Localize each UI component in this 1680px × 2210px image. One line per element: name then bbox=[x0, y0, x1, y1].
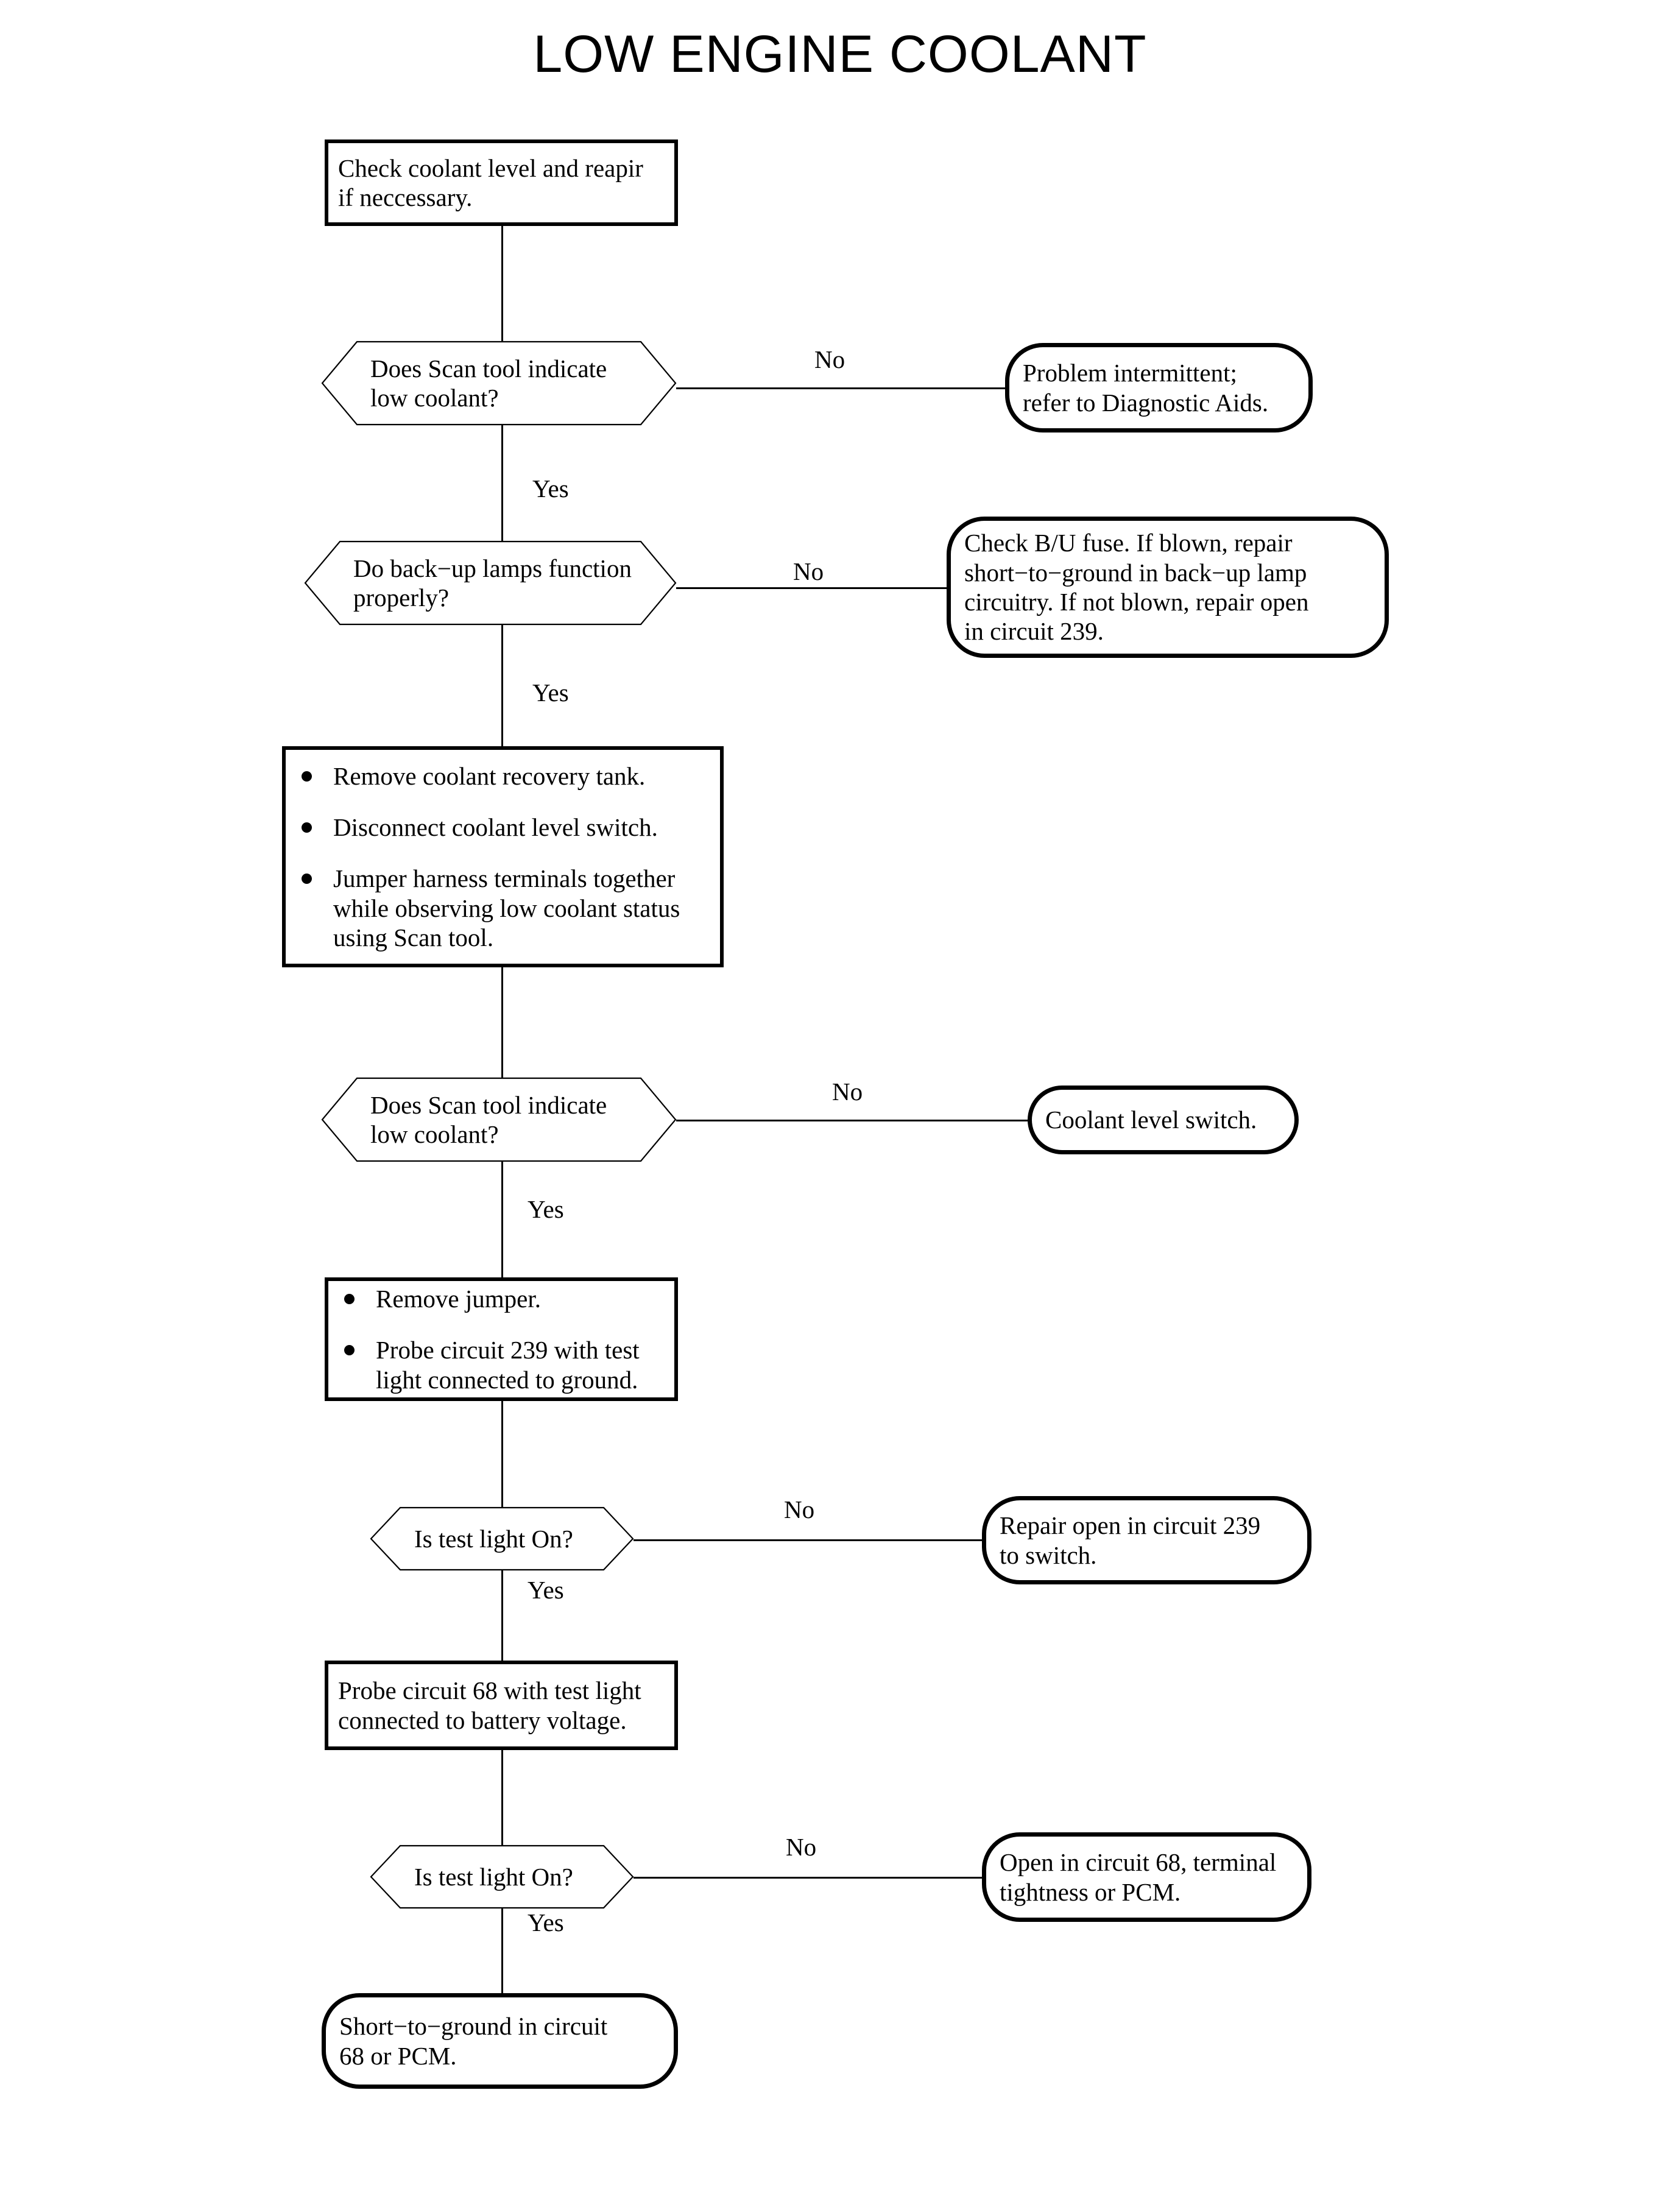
connector-step4-to-dec5 bbox=[501, 1750, 503, 1860]
outcome-short-to-ground-circuit-68: Short−to−ground in circuit 68 or PCM. bbox=[322, 1993, 678, 2089]
outcome-problem-intermittent: Problem intermittent; refer to Diagnosti… bbox=[1005, 343, 1313, 432]
step-remove-tank-bullet-list: Remove coolant recovery tank. Disconnect… bbox=[286, 761, 720, 953]
step-check-coolant-level: Check coolant level and reapir if necces… bbox=[325, 139, 678, 226]
connector-step3-to-dec4 bbox=[501, 1401, 503, 1511]
decision-is-test-light-on-1-text: Is test light On? bbox=[414, 1524, 573, 1553]
connector-dec5-no-to-out5 bbox=[632, 1877, 984, 1879]
hexagon-outline bbox=[321, 341, 677, 426]
outcome-short-to-ground-circuit-68-text: Short−to−ground in circuit 68 or PCM. bbox=[339, 2012, 608, 2070]
outcome-check-bu-fuse: Check B/U fuse. If blown, repair short−t… bbox=[947, 517, 1389, 658]
list-item: Disconnect coolant level switch. bbox=[286, 813, 720, 842]
outcome-repair-open-circuit-239-text: Repair open in circuit 239 to switch. bbox=[1000, 1511, 1261, 1569]
list-item-text: Remove jumper. bbox=[376, 1284, 542, 1313]
connector-dec4-no-to-out4 bbox=[632, 1539, 984, 1541]
list-item: Remove jumper. bbox=[328, 1284, 674, 1313]
bullet-dot-icon bbox=[302, 874, 312, 884]
connector-dec3-no-to-out3 bbox=[675, 1120, 1029, 1121]
decision-backup-lamps-function-text: Do back−up lamps function properly? bbox=[353, 554, 632, 612]
connector-dec2-yes-to-step2 bbox=[501, 624, 503, 746]
outcome-coolant-level-switch: Coolant level switch. bbox=[1028, 1086, 1299, 1154]
connector-dec4-yes-to-step4 bbox=[501, 1570, 503, 1661]
connector-step2-to-dec3 bbox=[501, 967, 503, 1078]
outcome-repair-open-circuit-239: Repair open in circuit 239 to switch. bbox=[982, 1496, 1311, 1584]
outcome-open-circuit-68: Open in circuit 68, terminal tightness o… bbox=[982, 1832, 1311, 1922]
edge-label-dec4-yes: Yes bbox=[528, 1576, 564, 1604]
connector-dec1-yes-to-dec2 bbox=[501, 425, 503, 568]
bullet-dot-icon bbox=[344, 1293, 355, 1304]
decision-scan-tool-low-coolant-2-text: Does Scan tool indicate low coolant? bbox=[370, 1090, 607, 1148]
edge-label-dec2-yes: Yes bbox=[532, 679, 569, 707]
decision-scan-tool-low-coolant-2: Does Scan tool indicate low coolant? bbox=[321, 1077, 677, 1162]
bullet-dot-icon bbox=[302, 771, 312, 782]
step-remove-jumper-probe-239: Remove jumper. Probe circuit 239 with te… bbox=[325, 1277, 678, 1401]
outcome-open-circuit-68-text: Open in circuit 68, terminal tightness o… bbox=[1000, 1848, 1277, 1906]
outcome-check-bu-fuse-text: Check B/U fuse. If blown, repair short−t… bbox=[964, 529, 1309, 646]
decision-is-test-light-on-2-text: Is test light On? bbox=[414, 1862, 573, 1891]
decision-is-test-light-on-1: Is test light On? bbox=[370, 1506, 634, 1571]
hexagon-outline bbox=[304, 540, 677, 626]
outcome-coolant-level-switch-text: Coolant level switch. bbox=[1045, 1106, 1257, 1134]
decision-scan-tool-low-coolant-1: Does Scan tool indicate low coolant? bbox=[321, 341, 677, 426]
edge-label-dec1-no: No bbox=[814, 345, 845, 373]
decision-is-test-light-on-2: Is test light On? bbox=[370, 1845, 634, 1909]
edge-label-dec1-yes: Yes bbox=[532, 475, 569, 503]
bullet-dot-icon bbox=[302, 822, 312, 833]
step-remove-tank-disconnect-jumper: Remove coolant recovery tank. Disconnect… bbox=[282, 746, 724, 967]
list-item-text: Disconnect coolant level switch. bbox=[333, 813, 658, 841]
edge-label-dec3-no: No bbox=[832, 1078, 863, 1106]
connector-step1-to-dec1 bbox=[501, 225, 503, 351]
hexagon-outline bbox=[321, 1077, 677, 1162]
edge-label-dec5-yes: Yes bbox=[528, 1908, 564, 1936]
connector-dec3-yes-to-step3 bbox=[501, 1157, 503, 1277]
decision-scan-tool-low-coolant-1-text: Does Scan tool indicate low coolant? bbox=[370, 354, 607, 412]
step-probe-circuit-68: Probe circuit 68 with test light connect… bbox=[325, 1661, 678, 1750]
list-item: Remove coolant recovery tank. bbox=[286, 761, 720, 791]
step-check-coolant-level-text: Check coolant level and reapir if necces… bbox=[338, 154, 643, 211]
list-item: Probe circuit 239 with test light connec… bbox=[328, 1335, 674, 1394]
hexagon-outline bbox=[370, 1845, 634, 1909]
edge-label-dec3-yes: Yes bbox=[528, 1195, 564, 1223]
list-item-text: Remove coolant recovery tank. bbox=[333, 761, 646, 790]
connector-dec5-yes-to-final bbox=[501, 1908, 503, 1994]
edge-label-dec5-no: No bbox=[786, 1833, 817, 1861]
hexagon-outline bbox=[370, 1506, 634, 1571]
step-probe-circuit-68-text: Probe circuit 68 with test light connect… bbox=[338, 1676, 641, 1734]
connector-dec2-no-to-out2 bbox=[675, 587, 948, 589]
list-item-text: Probe circuit 239 with test light connec… bbox=[376, 1336, 640, 1394]
list-item: Jumper harness terminals together while … bbox=[286, 864, 720, 952]
edge-label-dec4-no: No bbox=[784, 1495, 815, 1523]
list-item-text: Jumper harness terminals together while … bbox=[333, 864, 680, 952]
page-title: LOW ENGINE COOLANT bbox=[533, 25, 1147, 83]
bullet-dot-icon bbox=[344, 1345, 355, 1356]
outcome-problem-intermittent-text: Problem intermittent; refer to Diagnosti… bbox=[1023, 359, 1269, 417]
step-remove-jumper-bullet-list: Remove jumper. Probe circuit 239 with te… bbox=[328, 1284, 674, 1394]
edge-label-dec2-no: No bbox=[793, 557, 824, 585]
decision-backup-lamps-function: Do back−up lamps function properly? bbox=[304, 540, 677, 626]
connector-dec1-no-to-out1 bbox=[675, 387, 1007, 389]
